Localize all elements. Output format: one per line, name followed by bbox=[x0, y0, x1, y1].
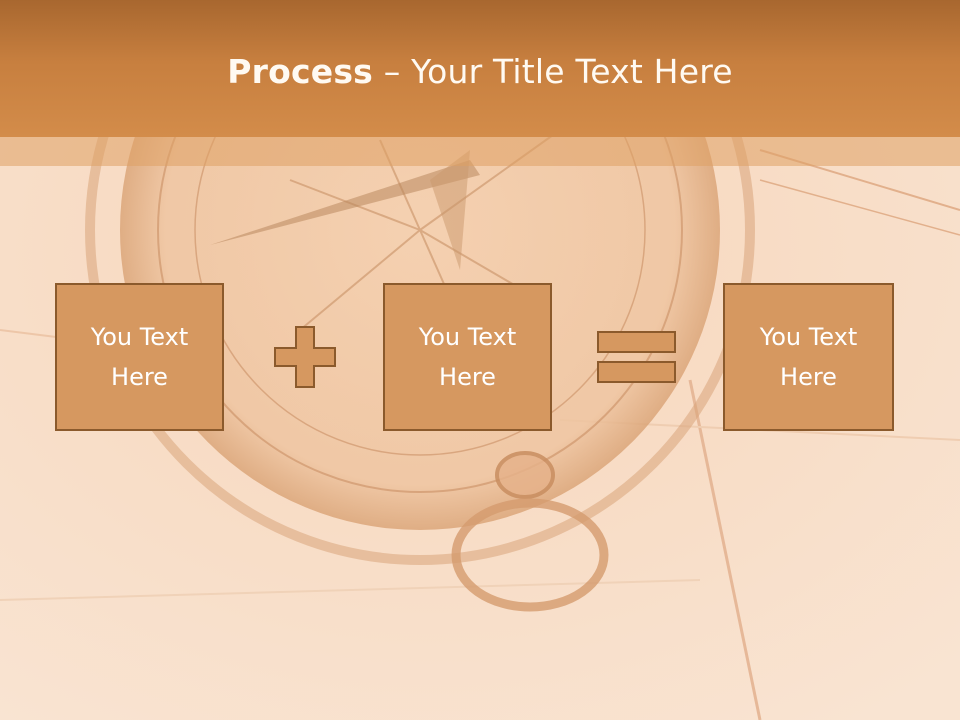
title-bar bbox=[0, 0, 960, 137]
title-rest: – Your Title Text Here bbox=[373, 52, 733, 91]
plus-icon bbox=[274, 326, 336, 388]
process-box-1[interactable]: You Text Here bbox=[55, 283, 224, 431]
process-box-3-text: You Text Here bbox=[759, 323, 858, 391]
process-box-2-text: You Text Here bbox=[418, 323, 517, 391]
slide-title: Process – Your Title Text Here bbox=[0, 52, 960, 91]
title-strip bbox=[0, 137, 960, 166]
equals-icon bbox=[597, 331, 676, 383]
process-box-3[interactable]: You Text Here bbox=[723, 283, 894, 431]
process-box-2[interactable]: You Text Here bbox=[383, 283, 552, 431]
process-box-1-text: You Text Here bbox=[90, 323, 189, 391]
title-bold: Process bbox=[227, 52, 374, 91]
